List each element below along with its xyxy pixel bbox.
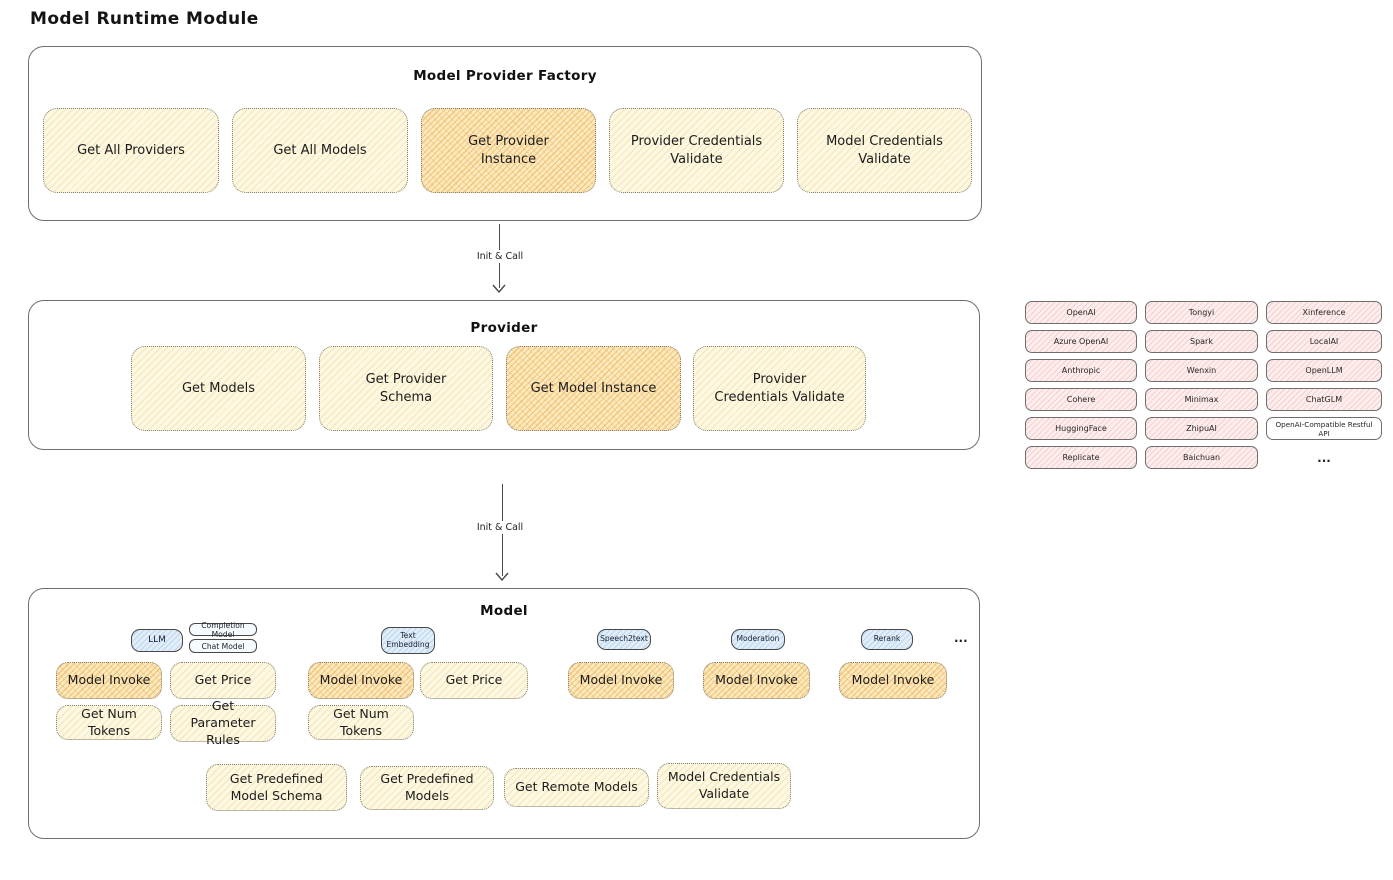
tag-text-embedding: Text Embedding <box>381 627 435 654</box>
provider-cell-replicate: Replicate <box>1025 446 1137 469</box>
node-get-predefined-model-schema: Get Predefined Model Schema <box>206 764 347 811</box>
provider-cell-openllm: OpenLLM <box>1266 359 1382 382</box>
provider-box: Provider Get Models Get Provider Schema … <box>28 300 995 465</box>
node-embedding-model-invoke: Model Invoke <box>308 662 414 699</box>
provider-cell-tongyi: Tongyi <box>1145 301 1258 324</box>
model-box: Model LLM Completion Model Chat Model Mo… <box>28 588 995 854</box>
provider-cell-spark: Spark <box>1145 330 1258 353</box>
node-llm-get-num-tokens: Get Num Tokens <box>56 705 162 740</box>
node-model-credentials-validate-2: Model Credentials Validate <box>657 763 791 809</box>
provider-cell-xinference: Xinference <box>1266 301 1382 324</box>
node-get-provider-schema: Get Provider Schema <box>319 346 493 431</box>
node-provider-credentials-validate-2: Provider Credentials Validate <box>693 346 866 431</box>
node-moderation-model-invoke: Model Invoke <box>703 662 810 699</box>
providers-grid: OpenAI Tongyi Xinference Azure OpenAI Sp… <box>1025 301 1382 469</box>
tag-completion-model: Completion Model <box>189 621 257 639</box>
tag-llm: LLM <box>131 629 183 652</box>
tag-rerank: Rerank <box>861 629 913 650</box>
node-get-predefined-models: Get Predefined Models <box>360 766 494 810</box>
node-embedding-get-num-tokens: Get Num Tokens <box>308 705 414 740</box>
tag-chat-model: Chat Model <box>189 639 257 653</box>
provider-cell-wenxin: Wenxin <box>1145 359 1258 382</box>
node-get-model-instance: Get Model Instance <box>506 346 681 431</box>
provider-cell-localai: LocalAI <box>1266 330 1382 353</box>
node-embedding-get-price: Get Price <box>420 662 528 699</box>
provider-title: Provider <box>470 320 538 336</box>
node-llm-get-parameter-rules: Get Parameter Rules <box>170 698 276 747</box>
node-get-remote-models: Get Remote Models <box>504 768 649 807</box>
model-title: Model <box>480 603 528 619</box>
model-types-ellipsis: ... <box>954 631 968 645</box>
provider-cell-anthropic: Anthropic <box>1025 359 1137 382</box>
node-speech2text-model-invoke: Model Invoke <box>568 662 674 699</box>
provider-cell-huggingface: HuggingFace <box>1025 417 1137 440</box>
node-llm-get-price: Get Price <box>170 662 276 699</box>
page-title: Model Runtime Module <box>30 9 259 29</box>
node-llm-model-invoke: Model Invoke <box>56 662 162 699</box>
factory-box: Model Provider Factory Get All Providers… <box>28 46 982 221</box>
tag-moderation: Moderation <box>731 629 785 650</box>
providers-ellipsis: ... <box>1317 450 1331 465</box>
provider-cell-baichuan: Baichuan <box>1145 446 1258 469</box>
provider-cell-chatglm: ChatGLM <box>1266 388 1382 411</box>
node-get-all-models: Get All Models <box>232 108 408 193</box>
provider-cell-azure-openai: Azure OpenAI <box>1025 330 1137 353</box>
node-get-models: Get Models <box>131 346 306 431</box>
arrowhead-icon <box>492 284 506 293</box>
arrowhead-icon <box>495 572 509 581</box>
provider-cell-openai: OpenAI <box>1025 301 1137 324</box>
provider-cell-cohere: Cohere <box>1025 388 1137 411</box>
provider-cell-zhipuai: ZhipuAI <box>1145 417 1258 440</box>
node-get-provider-instance: Get Provider Instance <box>421 108 596 193</box>
node-get-all-providers: Get All Providers <box>43 108 219 193</box>
node-model-credentials-validate: Model Credentials Validate <box>797 108 972 193</box>
factory-title: Model Provider Factory <box>413 68 597 84</box>
tag-speech2text: Speech2text <box>597 629 651 650</box>
arrow-label-init-call-1: Init & Call <box>471 250 529 263</box>
arrow-label-init-call-2: Init & Call <box>471 521 529 534</box>
node-rerank-model-invoke: Model Invoke <box>839 662 947 699</box>
node-provider-credentials-validate: Provider Credentials Validate <box>609 108 784 193</box>
provider-cell-minimax: Minimax <box>1145 388 1258 411</box>
provider-cell-openai-compatible: OpenAI-Compatible Restful API <box>1266 417 1382 440</box>
